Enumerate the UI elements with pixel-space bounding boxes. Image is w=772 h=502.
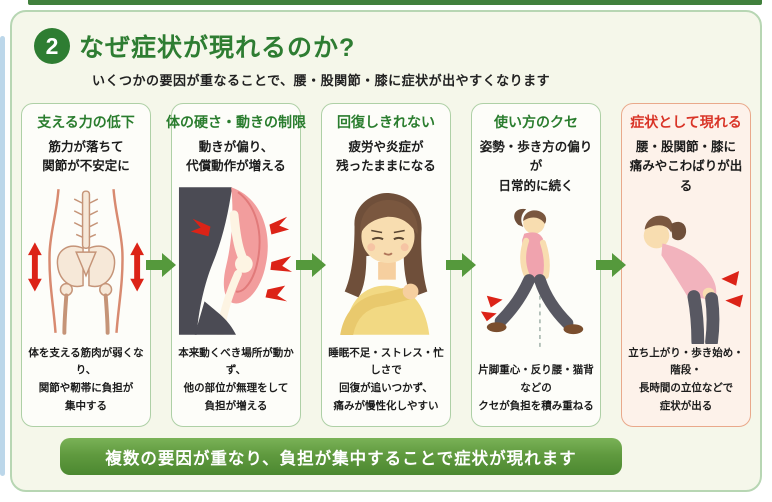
- step-description: 睡眠不足・ストレス・忙しさで 回復が追いつかず、 痛みが慢性化しやすい: [328, 346, 444, 413]
- left-edge-strip: [0, 36, 5, 476]
- section-header: 2 なぜ症状が現れるのか? いくつかの要因が重なることで、腰・股関節・膝に症状が…: [12, 12, 760, 89]
- step-lead: 姿勢・歩き方の偏りが 日常的に続く: [479, 139, 593, 193]
- step-lead: 疲労や炎症が 残ったままになる: [336, 139, 436, 174]
- step-description: 立ち上がり・歩き始め・階段・ 長時間の立位などで 症状が出る: [628, 346, 744, 413]
- stiff-knee-illustration: [176, 177, 296, 345]
- walking-woman-illustration: [476, 196, 596, 363]
- pain-arrows-icon: [480, 295, 503, 322]
- step-title: 支える力の低下: [37, 114, 135, 130]
- top-divider-strip: [28, 0, 762, 5]
- summary-banner: 複数の要因が重なり、負担が集中することで症状が現れます: [60, 438, 622, 475]
- section-panel: 2 なぜ症状が現れるのか? いくつかの要因が重なることで、腰・股関節・膝に症状が…: [10, 10, 762, 492]
- step-description: 体を支える筋肉が弱くなり、 関節や靭帯に負担が 集中する: [28, 346, 144, 413]
- instability-arrows-icon: [27, 241, 145, 292]
- steps-flow: 支える力の低下 筋力が落ちて 関節が不安定に: [12, 103, 760, 427]
- bending-woman-illustration: [626, 196, 746, 345]
- fatigued-woman-illustration: [326, 177, 446, 345]
- step-description: 片脚重心・反り腰・猫背などの クセが負担を積み重ねる: [478, 364, 594, 413]
- section-title: なぜ症状が現れるのか?: [79, 34, 356, 62]
- step-title: 体の硬さ・動きの制限: [166, 114, 306, 130]
- pain-arrows-icon: [721, 271, 744, 308]
- step-title: 使い方のクセ: [494, 114, 578, 130]
- step-title: 回復しきれない: [337, 114, 435, 130]
- step-card-incomplete-recovery: 回復しきれない 疲労や炎症が 残ったままになる: [321, 103, 451, 427]
- flow-arrow-icon: [596, 103, 626, 427]
- step-card-support-loss: 支える力の低下 筋力が落ちて 関節が不安定に: [21, 103, 151, 427]
- step-card-usage-habit: 使い方のクセ 姿勢・歩き方の偏りが 日常的に続く: [471, 103, 601, 427]
- step-lead: 腰・股関節・膝に 痛みやこわばりが出る: [629, 139, 743, 193]
- step-lead: 筋力が落ちて 関節が不安定に: [42, 139, 130, 174]
- section-subtitle: いくつかの要因が重なることで、腰・股関節・膝に症状が出やすくなります: [92, 73, 551, 88]
- pain-arrows-icon: [190, 216, 293, 301]
- flow-arrow-icon: [296, 103, 326, 427]
- flow-arrow-icon: [446, 103, 476, 427]
- pelvis-skeleton-illustration: [26, 177, 146, 345]
- step-lead: 動きが偏り、 代償動作が増える: [186, 139, 286, 174]
- section-number-badge: 2: [34, 28, 70, 64]
- step-title: 症状として現れる: [630, 114, 742, 130]
- flow-arrow-icon: [146, 103, 176, 427]
- step-card-stiffness: 体の硬さ・動きの制限 動きが偏り、 代償動作が増える: [166, 103, 306, 427]
- step-card-symptoms: 症状として現れる 腰・股関節・膝に 痛みやこわばりが出る: [621, 103, 751, 427]
- step-description: 本来動くべき場所が動かず、 他の部位が無理をして 負担が増える: [178, 346, 294, 413]
